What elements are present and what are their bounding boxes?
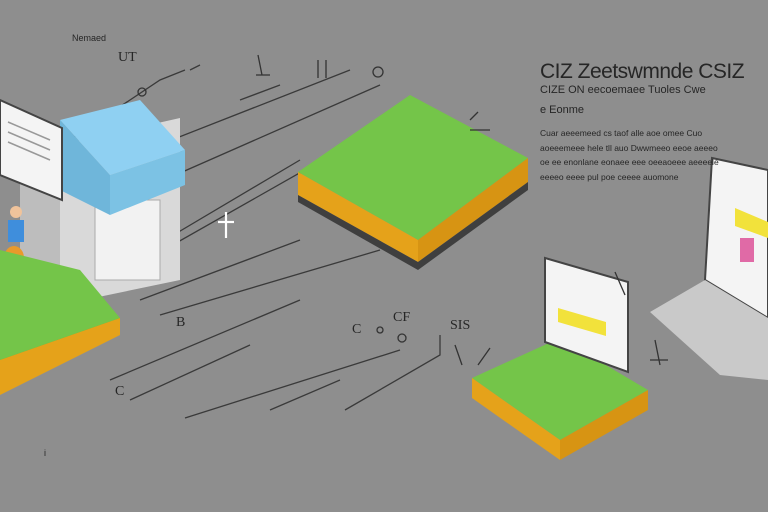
- grass-tile-left: [0, 250, 120, 395]
- top-left-label: Nemaed: [72, 33, 107, 43]
- bottom-c-label: C: [115, 384, 125, 399]
- blue-cube: [60, 100, 185, 215]
- mid-c-label: C: [352, 322, 362, 337]
- panel-paragraph: Cuar aeeemeed cs taof alle aoe omee Cuo …: [540, 128, 719, 182]
- grass-tile-center: [298, 95, 528, 270]
- panel-title: CIZ Zeetswmnde CSIZ: [540, 60, 745, 83]
- laptop: [650, 156, 768, 380]
- top-ut-label: UT: [118, 50, 137, 65]
- bottom-left-mark: i: [44, 448, 46, 458]
- grass-tile-right: [472, 338, 648, 460]
- mid-b-label: B: [176, 315, 186, 330]
- small-monitor: [544, 256, 629, 374]
- left-monitor: [0, 98, 63, 202]
- decorative-glyphs: [137, 54, 668, 366]
- panel-subtitle: CIZE ON eecoemaee Tuoles Cwe: [540, 84, 706, 96]
- panel-subtitle-secondary: e Eonme: [540, 104, 585, 116]
- up-arrow-mark: [218, 212, 234, 238]
- mid-sis-label: SIS: [450, 318, 471, 333]
- mid-cf-label: CF: [393, 310, 411, 325]
